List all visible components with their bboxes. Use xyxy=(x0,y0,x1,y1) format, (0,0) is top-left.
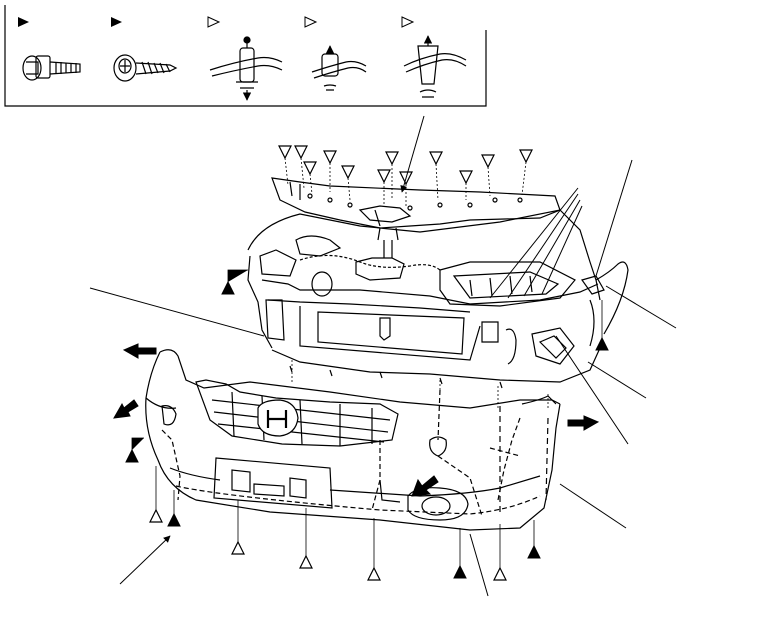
open-triangle-marker xyxy=(401,16,415,28)
front-bumper xyxy=(145,349,561,531)
tapping-screw-icon xyxy=(113,54,178,82)
rivet-clip-icon xyxy=(403,35,467,98)
push-clip-icon xyxy=(209,36,283,101)
arrow-left-icon xyxy=(122,343,157,359)
open-triangle-marker xyxy=(304,16,318,28)
flange-bolt-icon xyxy=(22,55,81,81)
clip-markers-lower xyxy=(149,508,507,581)
removal-direction-arrows xyxy=(113,343,600,497)
arrow-fog-light-icon xyxy=(411,475,439,497)
legend-border xyxy=(4,5,487,107)
callout-lines xyxy=(89,115,677,597)
arrow-down-left-icon xyxy=(113,399,139,419)
upper-clip-markers xyxy=(278,145,533,186)
trim-clip-icon xyxy=(311,45,367,91)
body-front-frame xyxy=(247,209,629,389)
open-triangle-marker xyxy=(207,16,221,28)
bolt-markers xyxy=(125,280,609,579)
position-guides xyxy=(291,360,549,410)
filled-triangle-marker xyxy=(18,17,29,27)
filled-triangle-marker xyxy=(111,17,122,27)
upper-cover xyxy=(271,177,561,229)
radiator-leaders xyxy=(489,187,583,299)
fastener-legend xyxy=(4,5,487,107)
arrow-right-icon xyxy=(567,415,600,431)
lower-marker-leaders xyxy=(131,269,603,568)
